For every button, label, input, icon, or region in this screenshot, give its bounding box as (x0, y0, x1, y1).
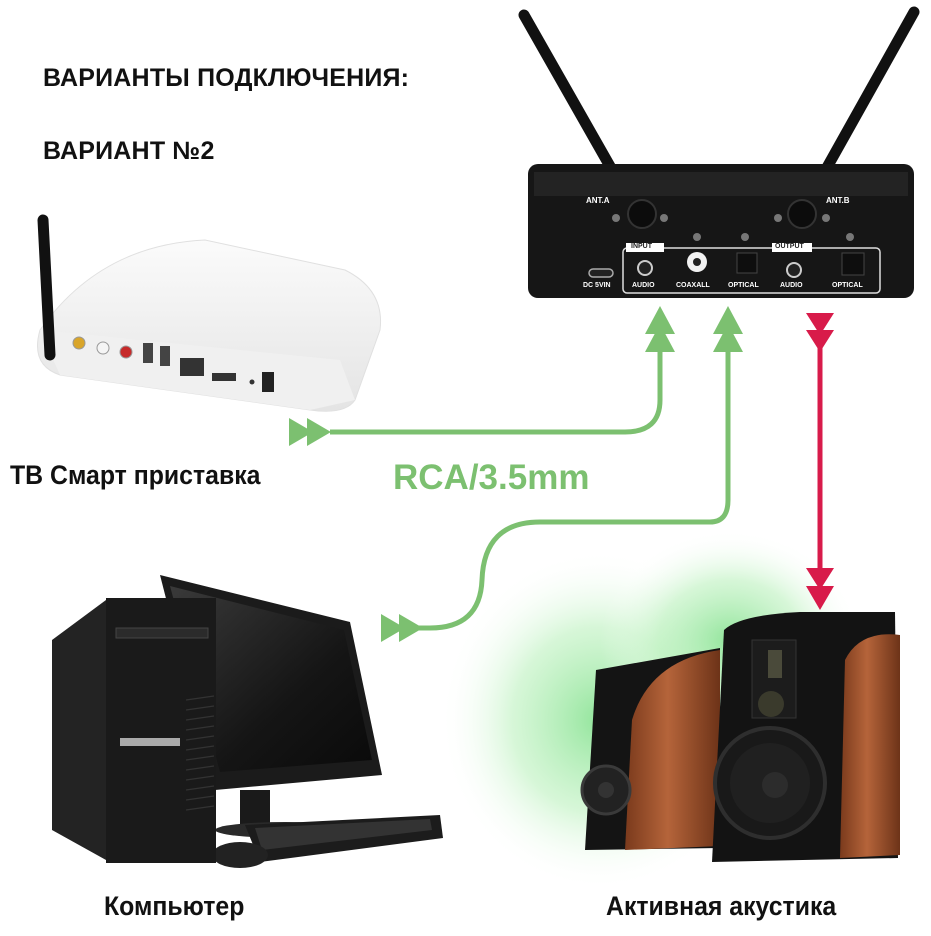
output-connection-line (806, 313, 834, 610)
input-group-label: INPUT (631, 243, 652, 250)
tv-box-label: ТВ Смарт приставка (10, 460, 261, 490)
computer-label: Компьютер (104, 891, 245, 921)
port-label-optical-out: OPTICAL (832, 282, 863, 289)
port-label-coaxial: COAXALL (676, 282, 710, 289)
port-label-optical-in: OPTICAL (728, 282, 759, 289)
antenna-b-label: ANT.B (826, 196, 850, 205)
variant-subtitle: ВАРИАНТ №2 (43, 137, 215, 165)
input-connection-lines (330, 340, 731, 631)
transmitter-device (528, 164, 914, 298)
cable-type-label: RCA/3.5mm (393, 458, 590, 497)
speakers-label: Активная акустика (606, 891, 837, 921)
antenna-a-label: ANT.A (586, 196, 610, 205)
port-label-audio-in: AUDIO (632, 282, 655, 289)
active-speakers (580, 612, 900, 862)
port-label-audio-out: AUDIO (780, 282, 803, 289)
tv-smart-box (37, 214, 382, 412)
output-group-label: OUTPUT (775, 243, 804, 250)
power-port-label: DC 5VIN (583, 282, 611, 289)
computer (52, 575, 443, 868)
page-title: ВАРИАНТЫ ПОДКЛЮЧЕНИЯ: (43, 64, 410, 92)
input-arrowheads (289, 306, 743, 642)
